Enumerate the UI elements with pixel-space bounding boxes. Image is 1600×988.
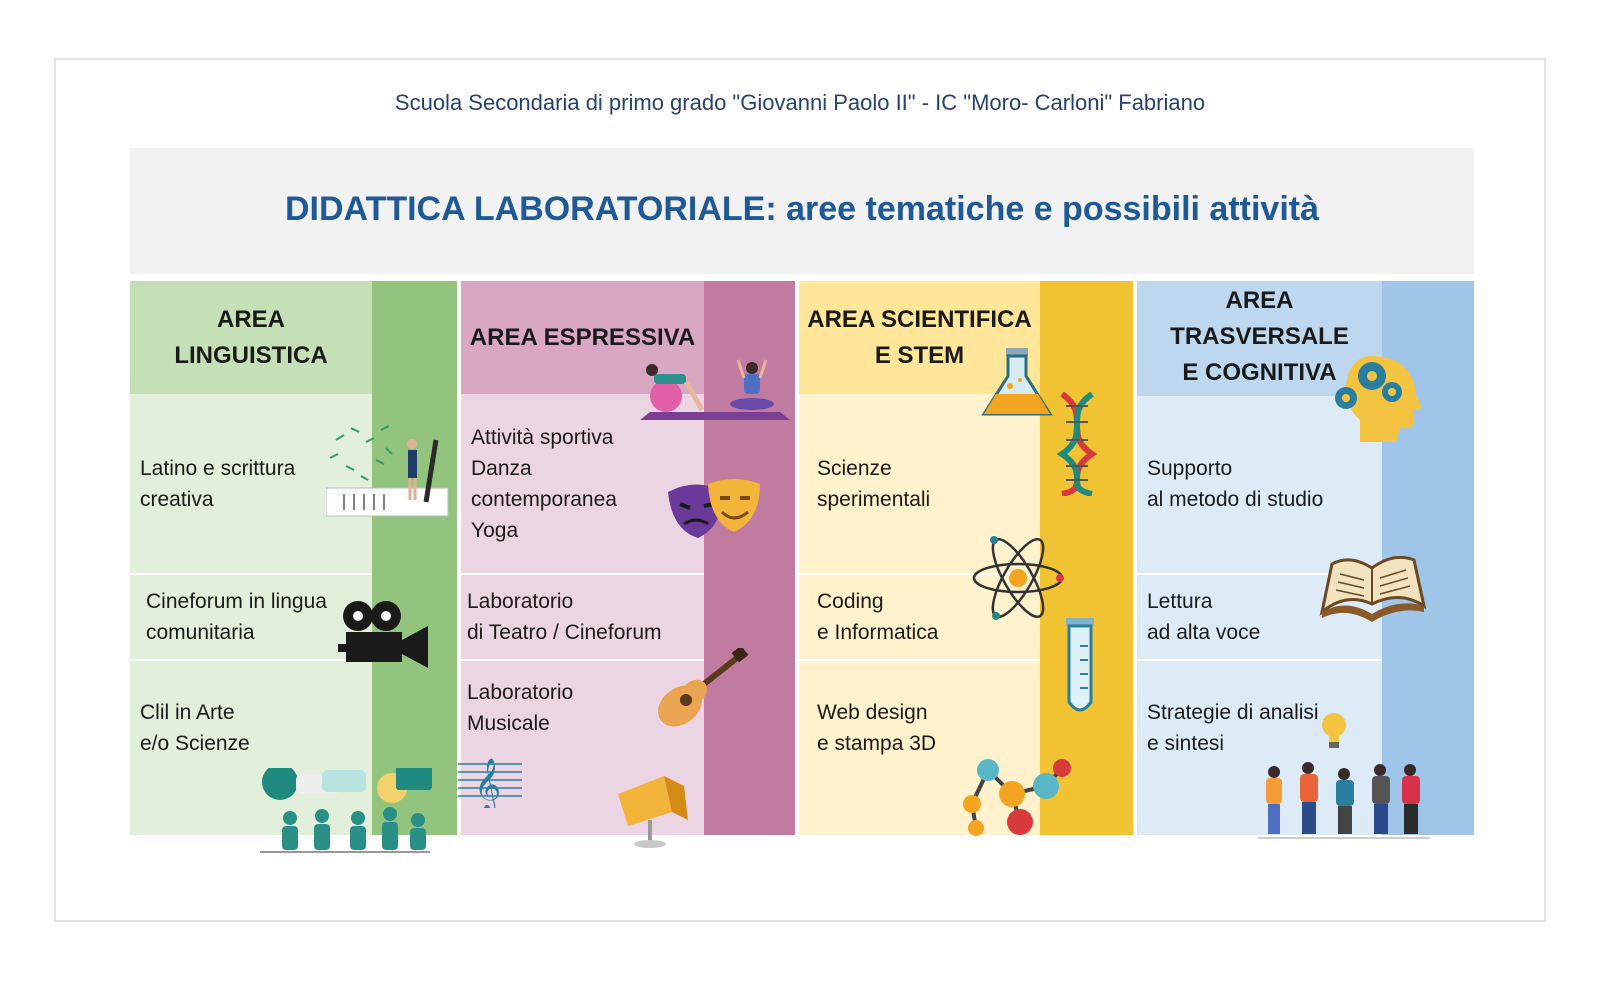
row-divider: [461, 659, 704, 661]
row-divider: [130, 659, 372, 661]
row-divider: [130, 573, 372, 575]
activity-item: Cineforum in lingua comunitaria: [146, 590, 327, 644]
area-color-strip: [372, 281, 457, 835]
activity-item: Coding e Informatica: [817, 590, 939, 644]
activity-item: Scienze sperimentali: [817, 457, 931, 511]
molecule-icon: [963, 759, 1071, 836]
yoga-icon: [640, 359, 790, 420]
activity-item: Latino e scrittura creativa: [140, 457, 296, 511]
area-title: AREA TRASVERSALE E COGNITIVA: [1137, 281, 1382, 396]
team-icon: [1258, 762, 1430, 839]
row-divider: [799, 573, 1040, 575]
area-linguistica: AREA LINGUISTICA Latino e scrittura crea…: [130, 281, 457, 835]
title-band: DIDATTICA LABORATORIALE: aree tematiche …: [130, 148, 1474, 274]
page-title: DIDATTICA LABORATORIALE: aree tematiche …: [284, 190, 1319, 228]
activity-item: Attività sportiva Danza contemporanea Yo…: [471, 426, 617, 542]
atom-icon: [972, 536, 1064, 620]
activity-item: Strategie di analisi e sintesi: [1147, 700, 1319, 755]
area-espressiva: AREA ESPRESSIVA Attività sportiva Danza …: [461, 281, 795, 835]
guitar-icon: [658, 648, 749, 727]
theater-masks-icon: [668, 479, 760, 538]
row-divider: [1137, 573, 1382, 575]
open-book-icon: [1319, 556, 1427, 622]
head-gears-icon: [1335, 356, 1422, 442]
row-divider: [799, 659, 1040, 661]
activity-item: Supporto al metodo di studio: [1147, 457, 1324, 511]
svg-text:𝄞: 𝄞: [474, 757, 501, 808]
area-title: AREA SCIENTIFICA E STEM: [799, 281, 1040, 394]
flask-icon: [981, 348, 1053, 416]
writing-icon: [326, 425, 449, 517]
dna-icon: [1056, 392, 1098, 496]
movie-camera-icon: [338, 601, 428, 668]
area-scientifica-stem: AREA SCIENTIFICA E STEM Scienze sperimen…: [799, 281, 1133, 835]
area-title: AREA LINGUISTICA: [130, 281, 372, 394]
activity-item: Laboratorio Musicale: [467, 680, 574, 735]
clapperboard-icon: [618, 776, 688, 848]
page-frame: [54, 58, 1546, 922]
lightbulb-icon: [1322, 713, 1346, 748]
discussion-group-icon: [260, 768, 432, 853]
music-staff-icon: 𝄞: [458, 757, 522, 808]
activity-item: Clil in Arte e/o Scienze: [140, 700, 250, 755]
area-color-strip: [1040, 281, 1133, 835]
row-divider: [461, 573, 704, 575]
activity-item: Laboratorio di Teatro / Cineforum: [467, 590, 662, 644]
activity-item: Web design e stampa 3D: [817, 700, 937, 755]
activity-item: Lettura ad alta voce: [1147, 590, 1261, 644]
test-tube-icon: [1066, 618, 1094, 712]
school-name: Scuola Secondaria di primo grado "Giovan…: [394, 90, 1206, 115]
row-divider: [1137, 659, 1382, 661]
